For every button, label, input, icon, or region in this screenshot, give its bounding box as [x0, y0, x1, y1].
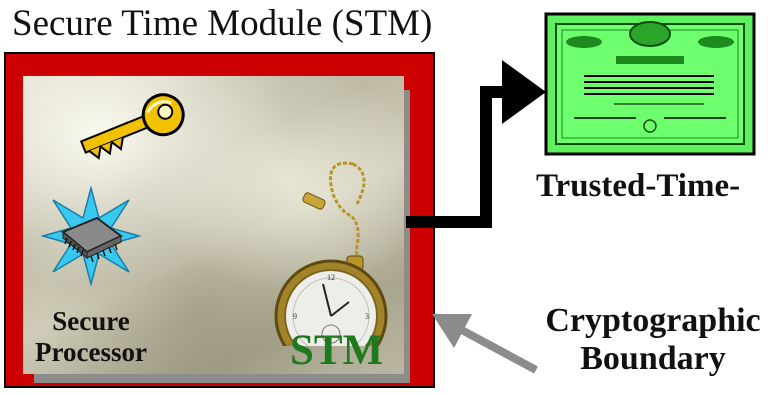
secure-processor-label: Secure Processor [32, 306, 150, 368]
boundary-pointer-arrow [424, 306, 544, 380]
secure-processor-label-line1: Secure [32, 306, 150, 337]
secure-processor-label-line2: Processor [32, 337, 150, 368]
pocket-watch-image: 123 69 [263, 156, 404, 346]
certificate-icon [544, 12, 756, 156]
trusted-time-label: Trusted-Time- [536, 168, 740, 205]
stm-label: STM [290, 326, 383, 375]
svg-text:12: 12 [327, 273, 335, 282]
cryptographic-boundary-label-line1: Cryptographic [534, 302, 772, 340]
cryptographic-boundary-label-line2: Boundary [534, 340, 772, 378]
diagram-title: Secure Time Module (STM) [12, 2, 432, 45]
key-icon [65, 86, 195, 166]
svg-text:3: 3 [365, 312, 369, 321]
svg-text:9: 9 [293, 312, 297, 321]
cryptographic-boundary-label: Cryptographic Boundary [534, 302, 772, 378]
processor-chip-icon [41, 186, 141, 286]
connector-arrow [400, 50, 560, 250]
